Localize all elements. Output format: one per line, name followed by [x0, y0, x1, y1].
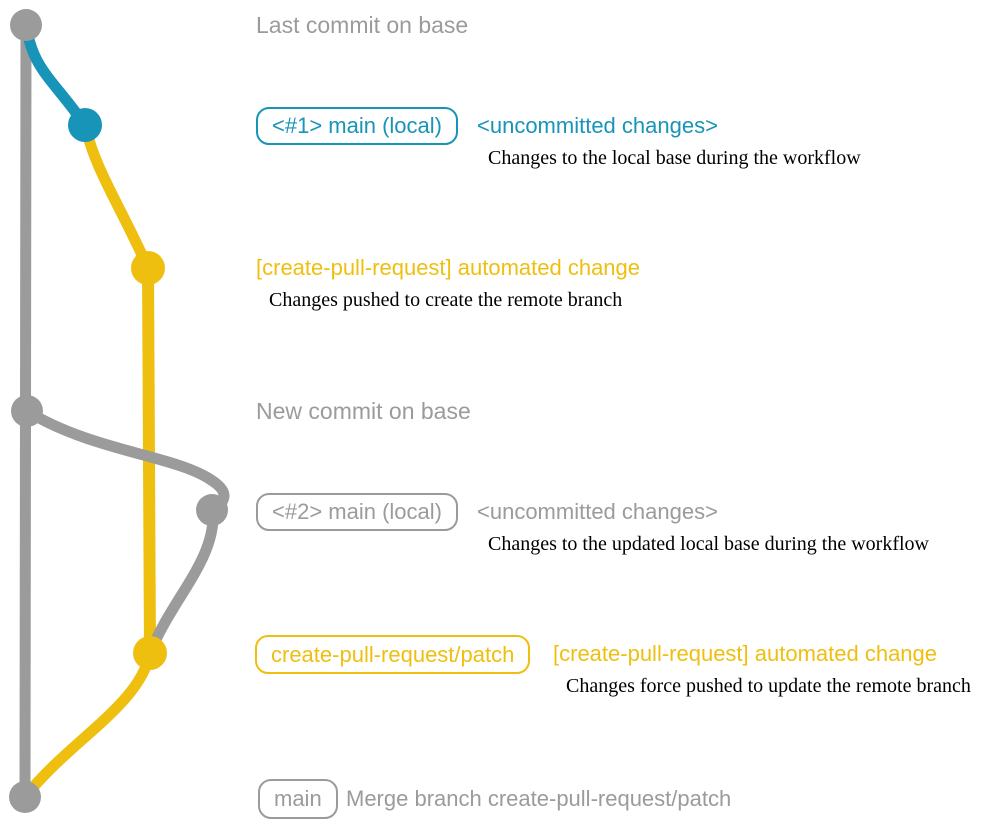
commit-dot-new-base [11, 395, 43, 427]
commit-dot-last-base [10, 9, 42, 41]
local-main-branch-curve-1 [20, 19, 91, 131]
commit-dot-local-main-2 [196, 494, 228, 526]
badge-main-local-1: <#1> main (local) [256, 107, 458, 145]
caption-pushed-create-remote: Changes pushed to create the remote bran… [269, 289, 623, 311]
label-automated-change-1: [create-pull-request] automated change [256, 255, 641, 280]
label-last-commit-on-base: Last commit on base [256, 12, 469, 38]
commit-dot-local-main-1 [68, 108, 102, 142]
commit-dot-merge [9, 781, 41, 813]
label-uncommitted-changes-1: <uncommitted changes> [477, 113, 718, 138]
local-main-to-patch-curve [144, 505, 219, 659]
patch-branch-create-curve [79, 119, 154, 274]
caption-updated-local-base-changes: Changes to the updated local base during… [488, 533, 929, 555]
badge-main: main [258, 779, 338, 819]
caption-force-pushed-update-remote: Changes force pushed to update the remot… [566, 675, 971, 697]
local-main-branch-curve-2 [21, 405, 230, 517]
caption-local-base-changes: Changes to the local base during the wor… [488, 147, 861, 169]
label-uncommitted-changes-2: <uncommitted changes> [477, 499, 718, 524]
commit-dot-patch-1 [131, 251, 165, 285]
badge-main-local-2: <#2> main (local) [256, 493, 458, 531]
label-new-commit-on-base: New commit on base [256, 398, 471, 424]
label-merge-branch: Merge branch create-pull-request/patch [346, 786, 732, 811]
commit-dot-patch-2 [133, 636, 167, 670]
patch-merge-curve [19, 647, 156, 803]
label-automated-change-2: [create-pull-request] automated change [553, 641, 938, 666]
git-graph [9, 9, 230, 813]
badge-create-pull-request-patch: create-pull-request/patch [255, 635, 531, 674]
